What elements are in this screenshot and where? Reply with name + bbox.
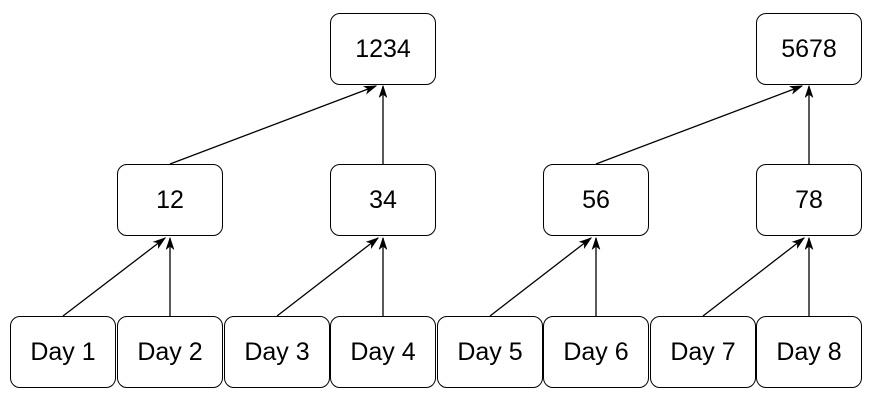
edge-day5-to-56[interactable] [489, 237, 593, 317]
edge-56-to-5678[interactable] [595, 85, 804, 165]
node-day-3[interactable]: Day 3 [224, 316, 330, 388]
edge-day7-to-78[interactable] [702, 237, 806, 317]
node-day-2[interactable]: Day 2 [117, 316, 223, 388]
edge-day1-to-12[interactable] [62, 237, 167, 317]
node-day-1[interactable]: Day 1 [10, 316, 116, 388]
node-day-5[interactable]: Day 5 [437, 316, 543, 388]
node-34[interactable]: 34 [330, 164, 436, 236]
node-day-6[interactable]: Day 6 [543, 316, 649, 388]
node-12[interactable]: 12 [117, 164, 223, 236]
node-day-8[interactable]: Day 8 [756, 316, 862, 388]
node-5678[interactable]: 5678 [756, 13, 862, 85]
edge-day3-to-34[interactable] [276, 237, 380, 317]
edge-12-to-1234[interactable] [169, 85, 378, 165]
node-78[interactable]: 78 [756, 164, 862, 236]
node-56[interactable]: 56 [543, 164, 649, 236]
node-1234[interactable]: 1234 [330, 13, 436, 85]
node-day-7[interactable]: Day 7 [650, 316, 756, 388]
node-day-4[interactable]: Day 4 [330, 316, 436, 388]
